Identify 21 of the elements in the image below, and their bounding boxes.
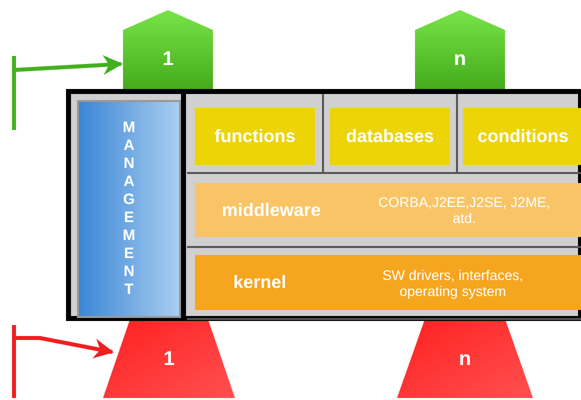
node-label: databases bbox=[346, 126, 434, 147]
layer-bar bbox=[195, 255, 581, 310]
node-label: 1 bbox=[163, 348, 175, 371]
node-label: functions bbox=[214, 126, 296, 147]
layer-box bbox=[463, 108, 581, 165]
arrow bbox=[12, 54, 123, 132]
management-bar bbox=[77, 100, 181, 318]
stack-frame bbox=[66, 89, 581, 321]
node-label: n bbox=[458, 348, 472, 371]
layer-box bbox=[330, 108, 450, 165]
description-text: CORBA,J2EE,J2SE, J2ME, atd. bbox=[377, 194, 552, 226]
node-label: conditions bbox=[478, 126, 568, 147]
node-label: n bbox=[454, 48, 466, 70]
layer-bar bbox=[195, 183, 581, 237]
description-text: SW drivers, interfaces, operating system bbox=[381, 266, 524, 298]
layer-box bbox=[195, 108, 315, 165]
node-label: kernel bbox=[233, 272, 286, 293]
node-label: 1 bbox=[162, 48, 174, 70]
node-label: middleware bbox=[222, 200, 321, 220]
arrow bbox=[12, 323, 114, 400]
vertical-label: MANAGEMENT bbox=[120, 119, 138, 299]
